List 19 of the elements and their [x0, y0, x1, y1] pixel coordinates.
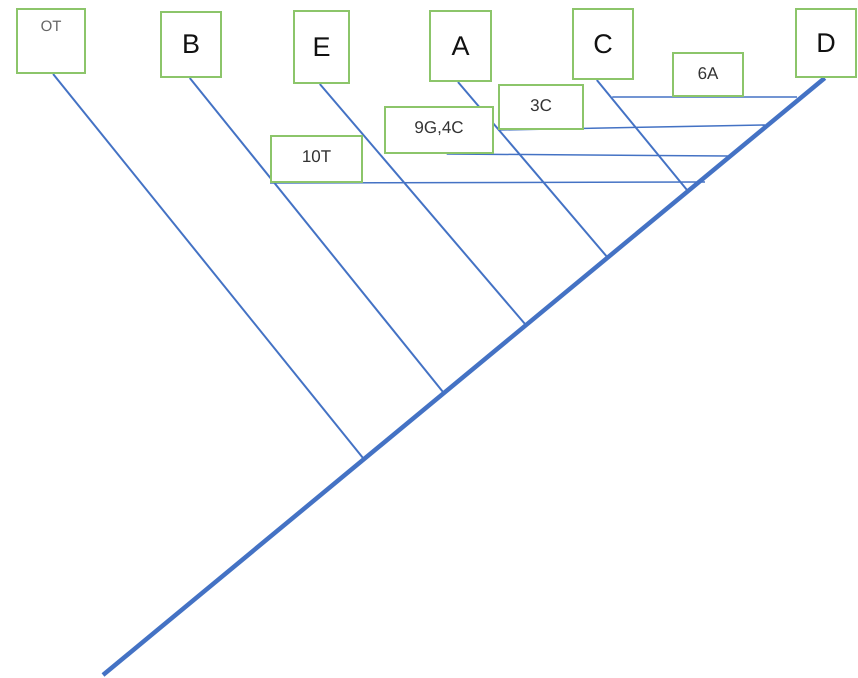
- character-label: 9G,4C: [384, 106, 494, 154]
- branch-line: [596, 79, 688, 191]
- character-label: 3C: [498, 84, 584, 130]
- branch-line: [319, 83, 526, 325]
- branch-line: [188, 77, 444, 393]
- character-line: [612, 96, 797, 98]
- taxon-label: B: [160, 11, 222, 78]
- character-line: [270, 181, 705, 184]
- taxon-label: C: [572, 8, 634, 80]
- branch-line: [457, 81, 609, 259]
- character-label: 6A: [672, 52, 744, 97]
- taxon-label: A: [429, 10, 492, 82]
- trunk-line: [102, 76, 826, 677]
- character-label: 10T: [270, 135, 363, 183]
- taxon-label: OT: [16, 8, 86, 74]
- character-line: [446, 153, 728, 157]
- taxon-label: E: [293, 10, 350, 84]
- taxon-label: D: [795, 8, 857, 78]
- branch-line: [52, 73, 364, 459]
